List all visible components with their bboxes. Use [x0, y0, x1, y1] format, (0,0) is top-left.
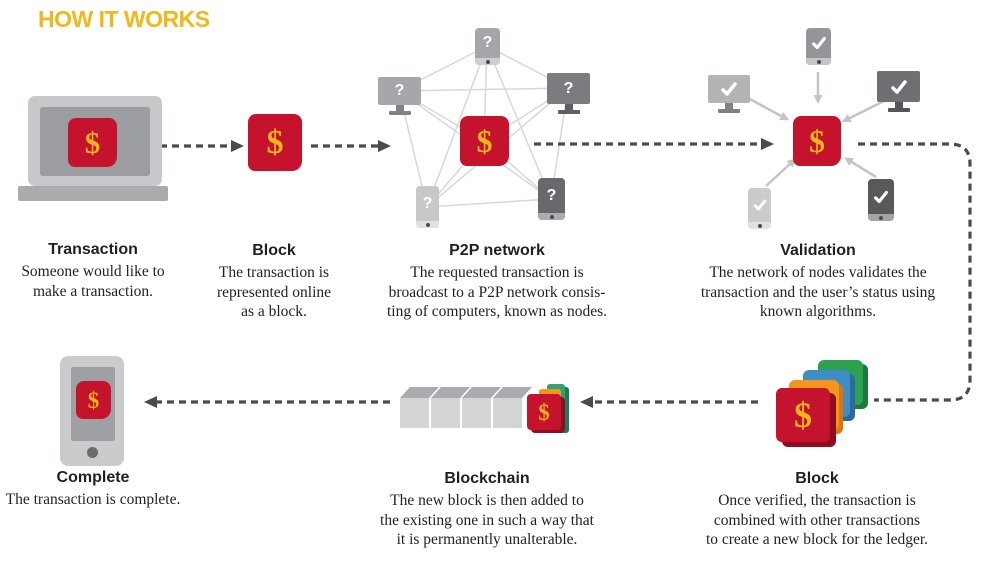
p2p-dollar-block: $	[460, 116, 509, 166]
p2p-monitor-right: ?	[547, 73, 590, 114]
blockchain-heading: Blockchain	[444, 470, 530, 487]
dollar-icon: $	[809, 123, 825, 159]
flow-connectors	[144, 138, 972, 408]
transaction-label: Transaction Someone would like to make a…	[8, 241, 178, 301]
p2p-network-label: P2P network The requested transaction is…	[368, 242, 626, 322]
validation-monitor-right	[877, 71, 920, 112]
phone-home-strip	[475, 58, 500, 65]
phone-home-strip	[748, 222, 771, 229]
question-icon: ?	[482, 34, 493, 51]
stack-block-red: $	[776, 388, 830, 442]
monitor-stand	[894, 102, 903, 108]
dollar-icon: $	[476, 123, 493, 159]
monitor-base	[887, 108, 910, 112]
check-icon	[748, 188, 771, 222]
phone-home-strip	[868, 214, 894, 221]
page-title: HOW IT WORKS	[38, 6, 210, 32]
complete-dollar-block: $	[76, 381, 111, 419]
dollar-icon: $	[266, 123, 284, 161]
dollar-icon: $	[87, 387, 100, 413]
monitor-base	[388, 111, 411, 115]
laptop-base	[18, 186, 168, 201]
question-icon: ?	[563, 79, 574, 97]
block-label: Block The transaction is represented onl…	[193, 242, 355, 322]
validation-body: The network of nodes validates the trans…	[700, 264, 936, 321]
p2p-network-body: The requested transaction is broadcast t…	[387, 264, 607, 321]
validation-heading: Validation	[780, 242, 856, 259]
p2p-phone-bottom-left: ?	[416, 186, 439, 228]
validation-dollar-block: $	[793, 116, 841, 166]
phone-home-button	[87, 447, 98, 458]
block2-label: Block Once verified, the transaction is …	[670, 470, 964, 550]
p2p-phone-bottom-right: ?	[538, 178, 565, 220]
question-icon: ?	[546, 186, 557, 204]
validation-arrows	[747, 72, 887, 187]
check-icon	[806, 28, 831, 58]
validation-phone-bottom-left	[748, 188, 771, 229]
complete-body: The transaction is complete.	[5, 491, 181, 508]
question-icon: ?	[394, 82, 405, 99]
transaction-body: Someone would like to make a transaction…	[21, 263, 165, 300]
blockchain-body: The new block is then added to the exist…	[380, 492, 594, 549]
complete-heading: Complete	[56, 469, 130, 486]
blockchain-cubes	[400, 387, 532, 428]
dollar-icon: $	[794, 395, 812, 435]
blockchain-label: Blockchain The new block is then added t…	[358, 470, 616, 550]
phone-home-strip	[538, 213, 565, 220]
dollar-icon: $	[538, 399, 550, 425]
check-icon	[868, 179, 894, 214]
block-heading: Block	[252, 242, 296, 259]
chain-block-red: $	[527, 394, 561, 430]
p2p-network-heading: P2P network	[449, 242, 545, 259]
question-icon: ?	[422, 194, 433, 212]
monitor-stand	[725, 103, 733, 109]
validation-phone-top	[806, 28, 831, 65]
monitor-stand	[395, 105, 404, 111]
phone-home-strip	[806, 58, 831, 65]
validation-label: Validation The network of nodes validate…	[676, 242, 960, 322]
block2-body: Once verified, the transaction is combin…	[705, 492, 929, 549]
validation-phone-bottom-right	[868, 179, 894, 221]
phone-home-strip	[416, 221, 439, 228]
block-dollar-block: $	[248, 114, 302, 171]
check-icon	[877, 71, 920, 102]
block-body: The transaction is represented online as…	[216, 264, 332, 321]
check-icon	[708, 75, 750, 103]
p2p-phone-top: ?	[475, 28, 500, 65]
block2-heading: Block	[795, 470, 839, 487]
monitor-base	[718, 109, 740, 113]
validation-monitor-left	[708, 75, 750, 113]
p2p-monitor-left: ?	[378, 77, 421, 115]
monitor-base	[557, 110, 580, 114]
transaction-dollar-block: $	[68, 118, 117, 167]
complete-label: Complete The transaction is complete.	[0, 469, 186, 510]
dollar-icon: $	[84, 125, 101, 160]
monitor-stand	[564, 104, 573, 110]
transaction-heading: Transaction	[48, 241, 138, 258]
